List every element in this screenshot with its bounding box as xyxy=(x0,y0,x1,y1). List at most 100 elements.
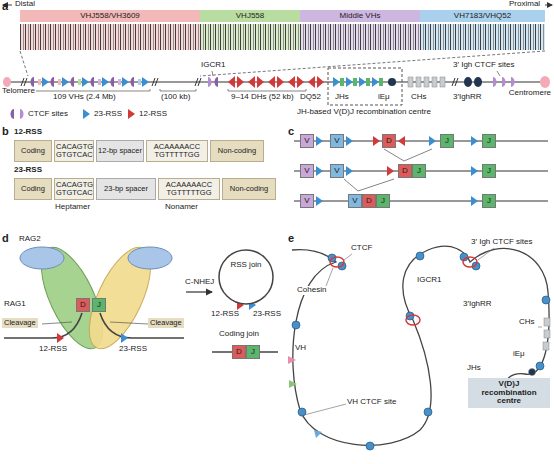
d-segment: D xyxy=(382,134,396,148)
legend-text: 23-RSS xyxy=(94,109,122,118)
v-segment: V xyxy=(300,134,314,148)
v-segment: V xyxy=(330,164,344,178)
text-label: CHs xyxy=(410,93,428,102)
vh-band: VHJ558 xyxy=(200,10,300,22)
node-text: V xyxy=(304,197,309,205)
legend-text: 12-RSS xyxy=(139,109,167,118)
node-text: V xyxy=(304,137,309,145)
node-text: Coding xyxy=(21,185,45,193)
zoom-lines xyxy=(20,51,545,76)
text-label: C-NHEJ xyxy=(184,278,215,287)
v-segment: V xyxy=(300,194,314,208)
node-text: D xyxy=(386,137,392,145)
reaction-arrow xyxy=(186,291,212,292)
node-text: J xyxy=(445,137,449,145)
text-label: RAG2 xyxy=(18,235,42,244)
text-label: 109 VHs (2.4 Mb) xyxy=(52,93,117,102)
j-segment: J xyxy=(246,345,260,359)
text-label: CTCF xyxy=(350,244,373,253)
node-text: VHJ558/VH3609 xyxy=(80,12,140,20)
text-label: VH CTCF site xyxy=(346,398,397,407)
v-segment: V xyxy=(348,194,362,208)
vdj-rows xyxy=(294,141,548,201)
recombination-centre: V(D)J recombination centre xyxy=(468,378,550,408)
text-label: 12-RSS xyxy=(14,128,42,137)
text-label: 12-RSS xyxy=(210,310,240,319)
node-text: D xyxy=(80,301,86,309)
text-label: iEμ xyxy=(512,350,526,359)
join-circle-outline xyxy=(219,250,273,304)
d-segment: D xyxy=(398,164,412,178)
distal-proximal-arrows xyxy=(3,5,552,6)
text-label: Heptamer xyxy=(54,203,91,212)
node-text: ACAAAAACC TGTTTTTGG xyxy=(148,143,206,159)
legend-swatches xyxy=(11,109,136,119)
node-text: ACAAAAACC TGTTTTTGG xyxy=(160,181,218,197)
j-segment: J xyxy=(92,298,106,312)
noncoding-box: Non-coding xyxy=(210,140,264,162)
text-label: Cleavage xyxy=(2,318,38,328)
brackets xyxy=(34,71,500,91)
text-label: Coding join xyxy=(218,330,260,339)
text-label: Distal xyxy=(14,0,36,9)
cleavage-pointers xyxy=(42,322,148,324)
coding-box: Coding xyxy=(14,140,52,162)
node-text: Non-coding xyxy=(230,185,268,193)
heptamer-box: CACAGTG GTGTCAC xyxy=(54,140,94,162)
node-text: V(D)J recombination centre xyxy=(470,380,548,405)
panel-letter: e xyxy=(288,232,294,244)
node-text: CACAGTG GTGTCAC xyxy=(56,143,92,159)
text-label: (100 kb) xyxy=(160,93,191,102)
text-label: Proximal xyxy=(508,0,541,9)
j-segment: J xyxy=(412,164,426,178)
igh-locus xyxy=(3,76,550,88)
text-label: 9–14 DHs (52 kb) xyxy=(230,93,295,102)
node-text: J xyxy=(487,167,491,175)
text-label: 23-RSS xyxy=(118,345,148,354)
text-label: JHs xyxy=(334,93,350,102)
node-text: Coding xyxy=(21,147,45,155)
recombination-centre-box xyxy=(328,68,402,105)
spacer-box: 12-bp spacer xyxy=(96,140,144,162)
noncoding-box: Non-coding xyxy=(222,178,276,200)
v-segment: V xyxy=(300,164,314,178)
node-text: D xyxy=(236,348,242,356)
d-segment: D xyxy=(232,345,246,359)
text-label: IGCR1 xyxy=(200,61,226,70)
spacer-box: 23-bp spacer xyxy=(96,178,156,200)
rss-join-circle: RSS join xyxy=(218,249,274,305)
node-text: J xyxy=(417,167,421,175)
node-text: V xyxy=(304,167,309,175)
node-text: V xyxy=(352,197,357,205)
cohesin-rings xyxy=(330,257,477,325)
node-text: J xyxy=(97,301,101,309)
nonamer-box: ACAAAAACC TGTTTTTGG xyxy=(158,178,220,200)
text-label: DQ52 xyxy=(299,93,322,102)
text-label: 3′ Igh CTCF sites xyxy=(470,238,534,247)
text-label: JHs xyxy=(466,364,482,373)
panel-letter: b xyxy=(2,125,9,137)
text-label: 23-RSS xyxy=(252,310,282,319)
legend-text: CTCF sites xyxy=(28,109,68,118)
rag-complex xyxy=(20,239,172,357)
ctcf-dots xyxy=(292,252,550,450)
node-text: J xyxy=(487,137,491,145)
text-label: JH-based V(D)J recombination centre xyxy=(296,108,432,117)
panel-letter: a xyxy=(2,0,8,12)
j-segment: J xyxy=(482,134,496,148)
text-label: 12-RSS xyxy=(38,345,68,354)
nonamer-box: ACAAAAACC TGTTTTTGG xyxy=(146,140,208,162)
join-circle xyxy=(218,249,274,305)
text-label: Nonamer xyxy=(164,203,199,212)
v-segment: V xyxy=(330,134,344,148)
node-text: Non-coding xyxy=(218,147,256,155)
text-label: 3′IghRR xyxy=(462,300,493,309)
node-text: VH7183/VHQ52 xyxy=(454,12,511,20)
heptamer-box: CACAGTG GTGTCAC xyxy=(54,178,94,200)
text-label: iEμ xyxy=(377,93,391,102)
node-text: CACAGTG GTGTCAC xyxy=(56,181,92,197)
vh-band: VH7183/VHQ52 xyxy=(420,10,545,22)
d-segment: D xyxy=(76,298,90,312)
text-label: Cleavage xyxy=(148,318,184,328)
j-segment: J xyxy=(376,194,390,208)
